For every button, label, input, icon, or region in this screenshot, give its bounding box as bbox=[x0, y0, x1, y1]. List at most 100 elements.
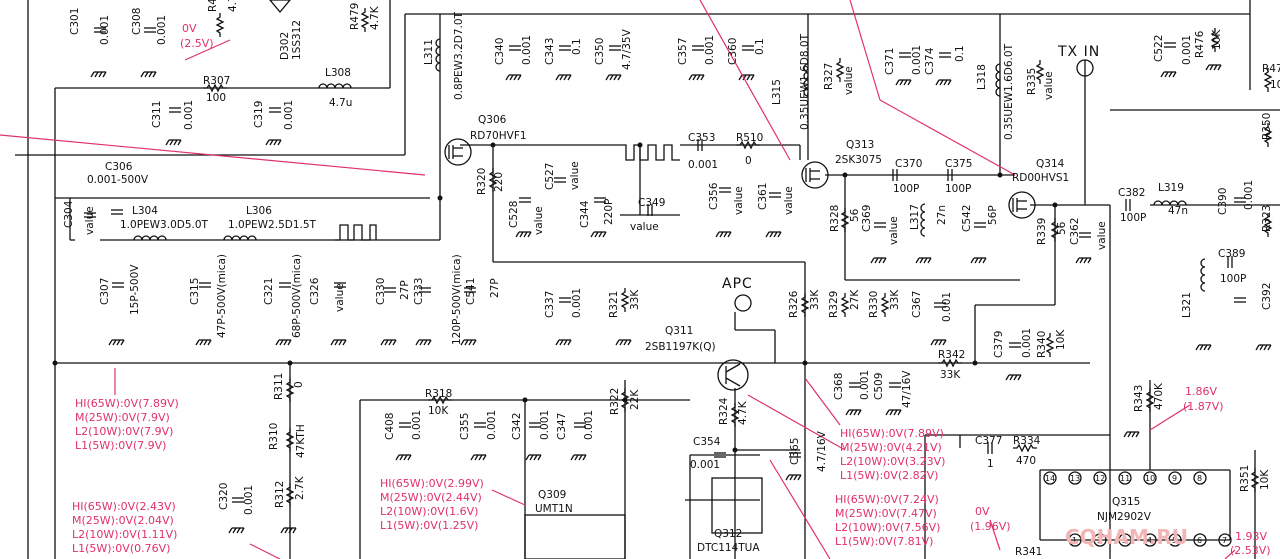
c330-value: 27P bbox=[399, 280, 411, 300]
c361-label: C361 bbox=[757, 183, 769, 210]
pin-14: 14 bbox=[1045, 474, 1055, 483]
r47x-label: R47 bbox=[1262, 63, 1280, 75]
q306-label: Q306 bbox=[478, 114, 507, 126]
volt-top-2: (2.5V) bbox=[180, 37, 214, 50]
r476-label: R476 bbox=[1194, 30, 1206, 58]
pin-9: 9 bbox=[1172, 474, 1177, 483]
ic-pins-top: 14 13 12 11 10 9 8 bbox=[1043, 471, 1207, 485]
c320-label: C320 bbox=[218, 483, 230, 510]
c342-value: 0.001 bbox=[539, 410, 551, 440]
c315-label: C315 bbox=[189, 278, 201, 305]
r324-value: 4.7K bbox=[737, 400, 749, 425]
volt-block1-0: HI(65W):0V(7.89V) bbox=[75, 397, 179, 410]
c344-label: C344 bbox=[579, 200, 591, 228]
r328-value: 56 bbox=[849, 208, 861, 222]
r326-label: R326 bbox=[788, 290, 800, 318]
c347-label: C347 bbox=[556, 413, 568, 440]
c371-label: C371 bbox=[884, 48, 896, 75]
c311-value: 0.001 bbox=[183, 100, 195, 130]
c357-label: C357 bbox=[677, 38, 689, 65]
c375-value: 100P bbox=[945, 183, 971, 195]
volt-block3-3: L1(5W):0V(1.25V) bbox=[380, 519, 478, 532]
c375-label: C375 bbox=[945, 158, 972, 170]
connectors bbox=[734, 59, 1094, 312]
l308-label: L308 bbox=[325, 67, 351, 79]
r343-value: 470K bbox=[1153, 382, 1165, 410]
c509-label: C509 bbox=[873, 373, 885, 400]
volt-block3-2: L2(10W):0V(1.6V) bbox=[380, 505, 478, 518]
r320-label: R320 bbox=[476, 168, 488, 195]
c370-value: 100P bbox=[893, 183, 919, 195]
ic-pins-bottom: 1 2 3 4 5 6 7 bbox=[1068, 533, 1232, 547]
l315-label: L315 bbox=[771, 79, 783, 105]
c377-label: C377 bbox=[975, 435, 1002, 447]
l311-label: L311 bbox=[423, 39, 435, 65]
r510-label: R510 bbox=[736, 132, 763, 144]
c337-label: C337 bbox=[544, 291, 556, 318]
c365-label: C365 bbox=[789, 438, 801, 465]
l319-label: L319 bbox=[1158, 182, 1184, 194]
q315-value: NJM2902V bbox=[1097, 511, 1152, 523]
r339-label: R339 bbox=[1036, 218, 1048, 245]
r311-label: R311 bbox=[273, 373, 285, 400]
r342-label: R342 bbox=[938, 349, 965, 361]
wires bbox=[15, 0, 1280, 559]
pin-10: 10 bbox=[1145, 474, 1155, 483]
c307-value: 15P-500V bbox=[129, 264, 141, 315]
volt-top: 0V bbox=[182, 22, 197, 35]
r323-label: R323 bbox=[1261, 205, 1273, 232]
volt-block4-0: HI(65W):0V(7.89V) bbox=[840, 427, 944, 440]
c362-value: value bbox=[1096, 221, 1108, 250]
pin-11: 11 bbox=[1120, 474, 1130, 483]
capacitor-symbols bbox=[83, 27, 1247, 503]
l317-label: L317 bbox=[909, 204, 921, 230]
c342-label: C342 bbox=[511, 413, 523, 440]
c362-label: C362 bbox=[1069, 218, 1081, 245]
volt-block1-1: M(25W):0V(7.9V) bbox=[75, 411, 170, 424]
r307-value: 100 bbox=[206, 92, 226, 104]
r320-value: 220 bbox=[493, 172, 505, 192]
c368-value: 0.001 bbox=[859, 370, 871, 400]
volt-block2-2: L2(10W):0V(1.11V) bbox=[72, 528, 177, 541]
c379-value: 0.001 bbox=[1021, 328, 1033, 358]
r335-value: value bbox=[1043, 71, 1055, 100]
c360-label: C360 bbox=[727, 38, 739, 65]
volt-0b: 0V bbox=[975, 505, 990, 518]
r479-value: 4.7K bbox=[369, 5, 381, 30]
c527-value: value bbox=[569, 161, 581, 190]
c319-value: 0.001 bbox=[283, 100, 295, 130]
pin-5: 5 bbox=[1172, 536, 1177, 545]
pin-3: 3 bbox=[1122, 536, 1127, 545]
volt-193: 1.93V bbox=[1235, 530, 1267, 543]
pin-2: 2 bbox=[1097, 536, 1102, 545]
r322-label: R322 bbox=[609, 388, 621, 415]
c360-value: 0.1 bbox=[754, 38, 766, 55]
c408-label: C408 bbox=[384, 413, 396, 440]
c304-label: C304 bbox=[63, 200, 75, 228]
c308-label: C308 bbox=[131, 8, 143, 35]
c311-label: C311 bbox=[151, 101, 163, 128]
r311-value: 0 bbox=[293, 381, 305, 388]
pin-1: 1 bbox=[1072, 536, 1077, 545]
c374-label: C374 bbox=[924, 47, 936, 75]
c333-value: 120P-500V(mica) bbox=[451, 254, 463, 345]
r327-value: value bbox=[843, 66, 855, 95]
r322-value: 22K bbox=[629, 389, 641, 410]
volt-block1-2: L2(10W):0V(7.9V) bbox=[75, 425, 173, 438]
l319-value: 47n bbox=[1168, 205, 1188, 217]
r350-label: R350 bbox=[1261, 113, 1273, 140]
r326-value: 33K bbox=[809, 289, 821, 310]
volt-block3-1: M(25W):0V(2.44V) bbox=[380, 491, 482, 504]
c321-label: C321 bbox=[263, 278, 275, 305]
c541-value: 27P bbox=[489, 278, 501, 298]
q311-value: 2SB1197K(Q) bbox=[645, 341, 716, 353]
r339-value: 56 bbox=[1056, 221, 1068, 235]
c392-label: C392 bbox=[1261, 283, 1273, 310]
c354-value: 0.001 bbox=[690, 459, 720, 471]
c350-value: 4.7/35V bbox=[621, 28, 633, 70]
r341-label: R341 bbox=[1015, 546, 1042, 558]
q306-value: RD70HVF1 bbox=[470, 130, 527, 142]
volt-block4-1: M(25W):0V(4.21V) bbox=[840, 441, 942, 454]
c354-label: C354 bbox=[693, 436, 721, 448]
